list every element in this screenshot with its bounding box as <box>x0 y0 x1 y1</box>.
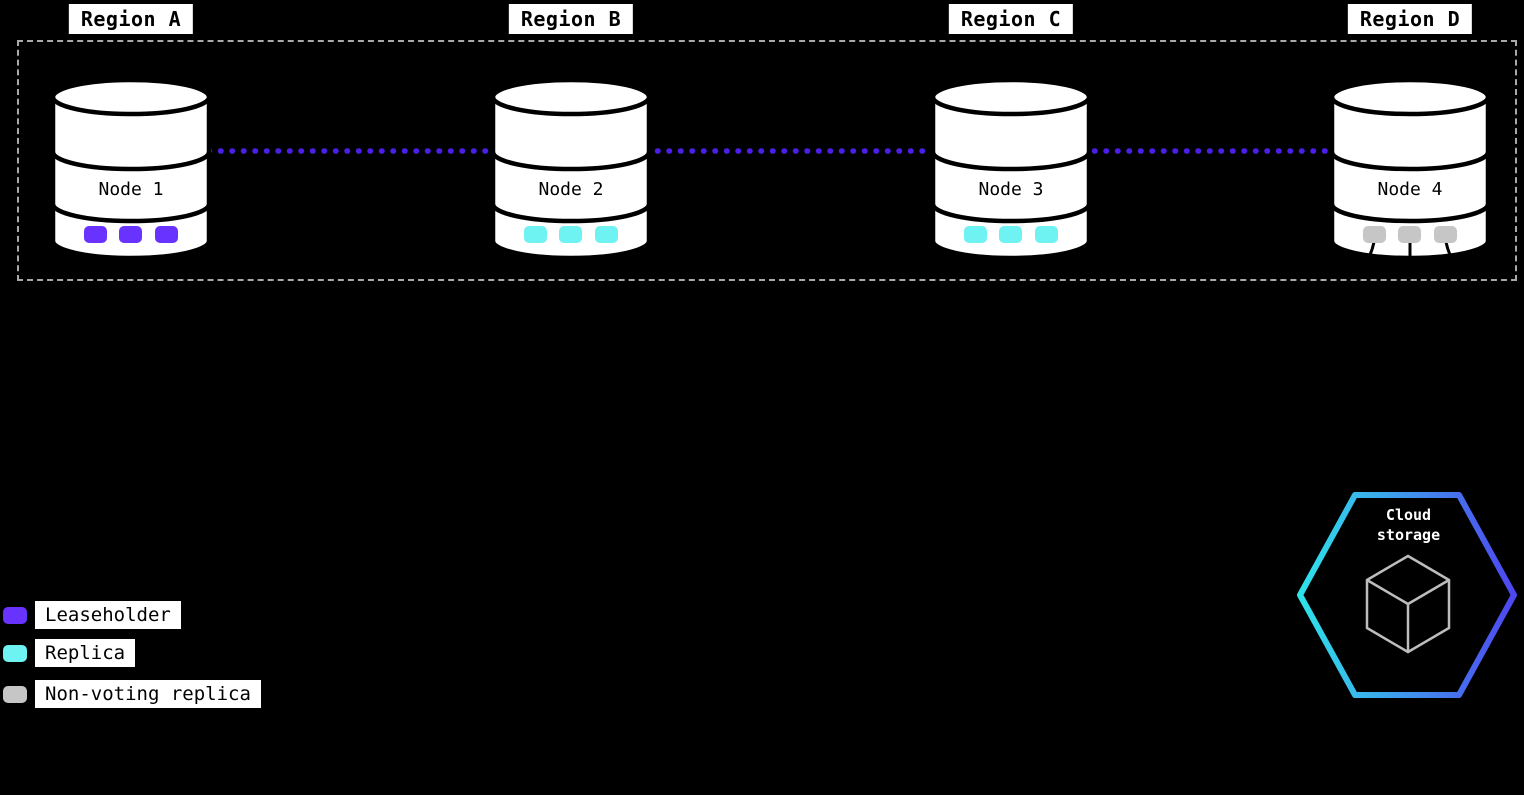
node-label: Node 1 <box>98 179 163 200</box>
replica-square <box>119 226 142 243</box>
replica-squares <box>1363 226 1457 243</box>
cloud-storage-connectors <box>1362 241 1458 267</box>
replica-squares <box>524 226 618 243</box>
replica-squares <box>964 226 1058 243</box>
region-label-b: Region B <box>508 4 634 34</box>
replica-square <box>559 226 582 243</box>
replica-squares <box>84 226 178 243</box>
node-2: Node 2 <box>489 76 653 266</box>
legend-label: Leaseholder <box>35 601 181 629</box>
replication-dotted-line <box>137 148 1408 154</box>
legend-item-non-voting-replica: Non-voting replica <box>2 680 261 708</box>
replica-square <box>155 226 178 243</box>
replica-square <box>999 226 1022 243</box>
database-cylinder-icon: Node 4 <box>1329 77 1491 267</box>
hexagon-outline <box>1297 492 1517 698</box>
region-label-d: Region D <box>1347 4 1473 34</box>
node-label: Node 4 <box>1377 179 1442 200</box>
node-4: Node 4 <box>1328 76 1492 267</box>
replica-square <box>1398 226 1421 243</box>
replica-square <box>1434 226 1457 243</box>
cluster-boundary <box>17 40 1517 281</box>
region-label-a: Region A <box>68 4 194 34</box>
non-voting-replica-swatch-icon <box>3 685 27 703</box>
leaseholder-swatch-icon <box>3 606 27 624</box>
replica-square <box>524 226 547 243</box>
replica-square <box>964 226 987 243</box>
cloud-storage-hexagon <box>1297 492 1517 698</box>
legend-label: Non-voting replica <box>35 680 261 708</box>
legend-item-leaseholder: Leaseholder <box>2 601 181 629</box>
database-cylinder-icon: Node 2 <box>490 77 652 261</box>
replica-swatch-icon <box>3 644 27 662</box>
node-1: Node 1 <box>49 76 213 266</box>
replica-square <box>84 226 107 243</box>
replica-square <box>595 226 618 243</box>
replica-square <box>1363 226 1386 243</box>
cloud-storage-label-line1: Cloud <box>1385 506 1432 524</box>
legend-label: Replica <box>35 639 136 667</box>
node-label: Node 3 <box>978 179 1043 200</box>
node-label: Node 2 <box>538 179 603 200</box>
replica-square <box>1035 226 1058 243</box>
cube-icon <box>1365 554 1451 654</box>
legend-item-replica: Replica <box>2 639 136 667</box>
database-cylinder-icon: Node 3 <box>930 77 1092 261</box>
cloud-storage-label: Cloud storage <box>1346 506 1471 545</box>
node-3: Node 3 <box>929 76 1093 266</box>
cloud-storage-label-line2: storage <box>1376 525 1441 544</box>
region-label-c: Region C <box>948 4 1074 34</box>
database-cylinder-icon: Node 1 <box>50 77 212 261</box>
